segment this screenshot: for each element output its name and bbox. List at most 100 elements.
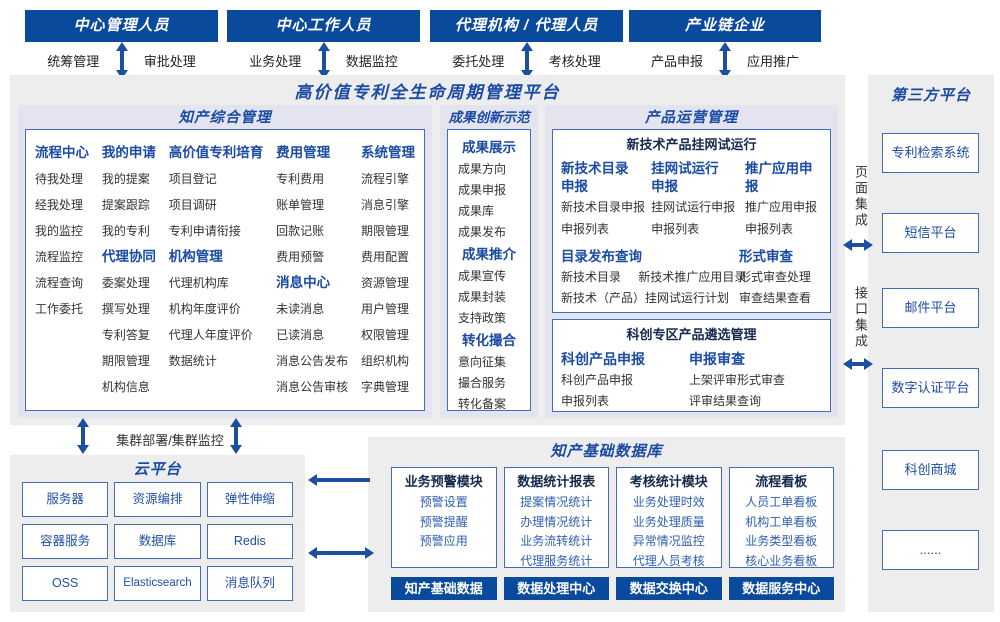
menu-item: 专利费用 [276, 172, 325, 186]
third-party-node: 数字认证平台 [882, 368, 979, 408]
group-header: 新技术目录 申报 [561, 161, 629, 194]
double-arrow-horizontal-icon [843, 358, 873, 370]
menu-item: 申报列表 [561, 222, 610, 236]
actor-function-label: 产品申报 [650, 54, 703, 69]
group-header: 成果展示 [462, 140, 516, 155]
menu-item: 专利答复 [101, 328, 150, 342]
group-header: 我的申请 [101, 145, 156, 160]
menu-item: 未读消息 [276, 302, 325, 316]
menu-item: 我的监控 [35, 224, 84, 238]
ip-mgmt-box: 流程中心 待我处理 经我处理 我的监控 流程监控 流程查询 工作委托 我的申请 … [25, 129, 425, 411]
menu-item: 申报列表 [651, 222, 700, 236]
menu-item: 核心业务看板 [745, 553, 818, 568]
menu-item: 评审结果查询 [689, 394, 762, 408]
actor-function-label: 业务处理 [249, 54, 302, 69]
group-header: 消息中心 [276, 275, 331, 290]
menu-item: 撰写处理 [101, 302, 150, 316]
menu-item: 用户管理 [360, 302, 409, 316]
menu-item: 成果库 [458, 204, 495, 218]
menu-item: 成果宣传 [458, 269, 507, 283]
menu-item: 业务流转统计 [520, 534, 593, 548]
menu-item: 办理情况统计 [520, 514, 593, 529]
menu-item: 期限管理 [360, 224, 409, 238]
cloud-node: 服务器 [22, 482, 109, 517]
actor-center-staff: 中心工作人员 业务处理 数据监控 [227, 10, 420, 79]
menu-item: 消息公告发布 [276, 354, 349, 368]
section-ip-mgmt: 知产综合管理 流程中心 待我处理 经我处理 我的监控 流程监控 流程查询 工作委… [18, 105, 432, 418]
menu-item: 科创产品申报 [561, 373, 634, 387]
menu-item: 成果发布 [458, 225, 507, 239]
ip-column: 费用管理 专利费用 账单管理 回款记账 费用预警 消息中心 未读消息 已读消息 … [276, 140, 348, 400]
cloud-node: 资源编排 [114, 482, 201, 517]
menu-item: 挂网试运行申报 [651, 200, 736, 214]
menu-item: 推广应用申报 [745, 200, 818, 214]
menu-item: 组织机构 [360, 354, 409, 368]
third-party-node: 邮件平台 [882, 288, 979, 328]
double-arrow-vertical-icon [77, 418, 89, 454]
actor-function-label: 统筹管理 [47, 54, 100, 69]
group-header: 系统管理 [360, 145, 415, 160]
database-bars: 知产基础数据 数据处理中心 数据交换中心 数据服务中心 [391, 577, 834, 600]
double-arrow-vertical-icon [115, 42, 128, 79]
module-header: 考核统计模块 [629, 474, 708, 489]
actor-center-managers: 中心管理人员 统筹管理 审批处理 [25, 10, 218, 79]
menu-item: 申报列表 [561, 394, 610, 408]
cloud-node: 弹性伸缩 [206, 482, 293, 517]
group-header: 机构管理 [168, 249, 223, 264]
menu-item: 消息引擎 [360, 198, 409, 212]
po-column: 挂网试运行 申报 挂网试运行申报 申报列表 [651, 160, 745, 240]
formal-review-group: 形式审查 形式审查处理 审查结果查看 [739, 247, 822, 309]
cloud-node: 数据库 [114, 524, 201, 559]
menu-item: 预警应用 [419, 534, 468, 548]
cloud-node: Redis [206, 524, 293, 559]
actor-title-bar: 产业链企业 [629, 10, 821, 42]
menu-item: 新技术目录 [561, 270, 622, 284]
menu-item: 异常情况监控 [632, 534, 705, 548]
menu-item: 项目登记 [168, 172, 217, 186]
menu-item: 撮合服务 [458, 376, 507, 390]
menu-item: 业务类型看板 [745, 534, 818, 548]
menu-item: 费用预警 [276, 250, 325, 264]
section-title: 知产综合管理 [178, 110, 272, 126]
menu-item: 成果封装 [458, 290, 507, 304]
actor-function-label: 数据监控 [345, 54, 398, 69]
menu-item: 机构信息 [101, 380, 150, 394]
menu-item: 代理人年度评价 [168, 328, 253, 342]
menu-item: 流程查询 [35, 276, 84, 290]
section-achievement: 成果创新示范 成果展示 成果方向 成果申报 成果库 成果发布 成果推介 成果宣传… [440, 105, 538, 418]
group-header: 流程中心 [35, 145, 89, 160]
section-title: 产品运营管理 [645, 110, 738, 126]
third-party-node: 短信平台 [882, 213, 979, 253]
menu-item: 流程监控 [35, 250, 84, 264]
menu-item: 期限管理 [101, 354, 150, 368]
section-title: 成果创新示范 [448, 110, 530, 125]
group-header: 成果推介 [462, 247, 516, 262]
module-box: 流程看板 人员工单看板 机构工单看板 业务类型看板 核心业务看板 [728, 467, 834, 568]
group-header: 申报审查 [689, 351, 745, 367]
module-header: 数据统计报表 [517, 474, 596, 489]
group-header: 目录发布查询 [561, 249, 642, 264]
menu-item: 上架评审形式审查 [689, 373, 786, 387]
po-column: 推广应用申报 推广应用申报 申报列表 [745, 160, 822, 240]
actor-title-bar: 代理机构 / 代理人员 [430, 10, 623, 42]
double-arrow-vertical-icon [520, 42, 533, 79]
module-box: 考核统计模块 业务处理时效 业务处理质量 异常情况监控 代理人员考核 [616, 467, 722, 568]
menu-item: 预警设置 [419, 495, 468, 509]
actor-agency-agents: 代理机构 / 代理人员 委托处理 考核处理 [430, 10, 623, 79]
actor-industry-chain: 产业链企业 产品申报 应用推广 [629, 10, 821, 79]
api-integration-label: 接口集成 [853, 286, 868, 350]
third-party-node: 科创商城 [882, 450, 979, 490]
menu-item: 业务处理时效 [632, 495, 705, 509]
menu-item: 委案处理 [101, 276, 150, 290]
menu-item: 意向征集 [458, 355, 507, 369]
ip-column: 系统管理 流程引擎 消息引擎 期限管理 费用配置 资源管理 用户管理 权限管理 … [361, 140, 415, 400]
actor-function-label: 应用推广 [746, 54, 799, 69]
menu-item: 经我处理 [35, 198, 84, 212]
menu-item: 转化备案 [458, 397, 507, 411]
cloud-node: Elasticsearch [114, 566, 201, 601]
data-center-bar: 数据处理中心 [503, 577, 609, 600]
menu-item: 我的专利 [101, 224, 150, 238]
menu-item: 形式审查处理 [739, 270, 812, 284]
menu-item: 流程引擎 [360, 172, 409, 186]
